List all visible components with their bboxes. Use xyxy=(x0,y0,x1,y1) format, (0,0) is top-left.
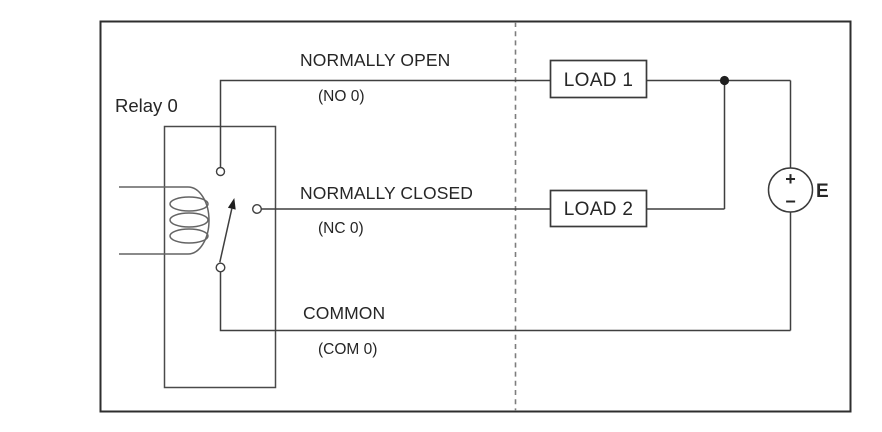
load2-symbol: LOAD 2 xyxy=(549,189,648,228)
no-contact-terminal xyxy=(215,166,226,177)
relay-coil-loop xyxy=(169,196,209,212)
minus-icon: − xyxy=(785,192,796,212)
plus-icon: + xyxy=(785,169,796,189)
junction-dot xyxy=(719,75,730,86)
load2-box xyxy=(549,189,648,228)
voltage-source-circle xyxy=(767,167,814,213)
load1-symbol: LOAD 1 xyxy=(549,59,648,99)
switch-armature-arrowhead xyxy=(227,198,236,210)
relay-symbol xyxy=(119,125,277,389)
normally-open-label: NORMALLY OPEN xyxy=(300,50,450,70)
com-pin-label: (COM 0) xyxy=(318,341,377,358)
relay-coil-loop xyxy=(169,212,209,228)
load1-box xyxy=(549,59,648,99)
voltage-source-label: E xyxy=(816,181,829,202)
relay-coil-loop xyxy=(169,228,209,244)
common-pivot-terminal xyxy=(215,262,226,273)
nc-pin-label: (NC 0) xyxy=(318,220,364,237)
load2-label: LOAD 2 xyxy=(564,199,633,220)
normally-closed-label: NORMALLY CLOSED xyxy=(300,183,473,203)
voltage-source-symbol: + − E xyxy=(767,167,829,213)
no-wire xyxy=(219,79,551,168)
relay-label: Relay 0 xyxy=(115,95,178,116)
circuit-wires xyxy=(219,75,792,332)
diagram-border xyxy=(99,20,852,413)
relay-coil-outline xyxy=(119,186,210,255)
switch-armature xyxy=(219,208,233,263)
load1-label: LOAD 1 xyxy=(564,70,633,91)
common-wire xyxy=(219,271,791,332)
no-pin-label: (NO 0) xyxy=(318,88,365,105)
common-label: COMMON xyxy=(303,303,385,323)
nc-contact-terminal xyxy=(251,203,262,214)
